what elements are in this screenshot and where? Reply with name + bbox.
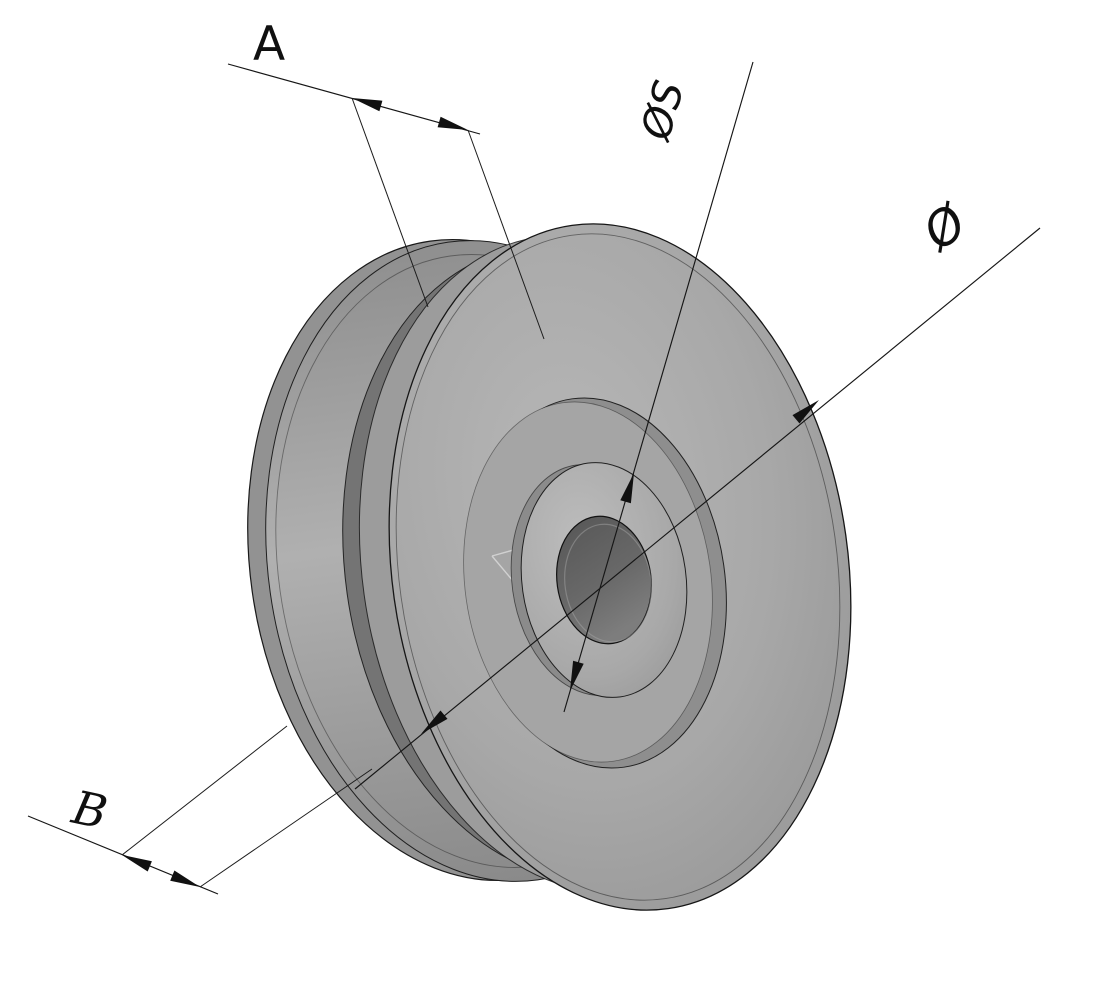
bore-inner-wall-highlight xyxy=(564,523,652,643)
dimension-line xyxy=(227,63,481,135)
arrowhead xyxy=(421,710,448,734)
arrowhead xyxy=(170,870,200,887)
arrowhead xyxy=(122,855,152,872)
arrowhead xyxy=(437,116,468,130)
extension-line xyxy=(199,768,373,888)
extension-line xyxy=(121,725,288,856)
dimension-line xyxy=(563,61,754,713)
dimension-line xyxy=(354,227,1041,790)
pulley-wheel xyxy=(247,223,852,911)
arrowhead xyxy=(352,98,383,112)
extension-line xyxy=(351,97,429,308)
front-flange-chamfer-ring xyxy=(395,233,841,901)
label-overall-width: B xyxy=(67,780,112,840)
dimension-outer-diameter xyxy=(354,227,1041,790)
dimension-groove-width xyxy=(227,63,545,340)
dimension-overall-width xyxy=(27,725,373,895)
dimensions xyxy=(27,61,1041,895)
extension-line xyxy=(467,129,545,340)
arrowhead xyxy=(792,400,819,424)
dimension-hub-diameter xyxy=(563,61,754,713)
bore-opening xyxy=(556,515,652,645)
arrowhead xyxy=(570,660,584,691)
bore-hole xyxy=(556,515,652,645)
label-hub-diameter: ØS xyxy=(631,75,694,146)
arrowhead xyxy=(620,473,634,504)
label-groove-width: A xyxy=(253,17,285,72)
label-outer-diameter: Ø xyxy=(911,193,978,262)
